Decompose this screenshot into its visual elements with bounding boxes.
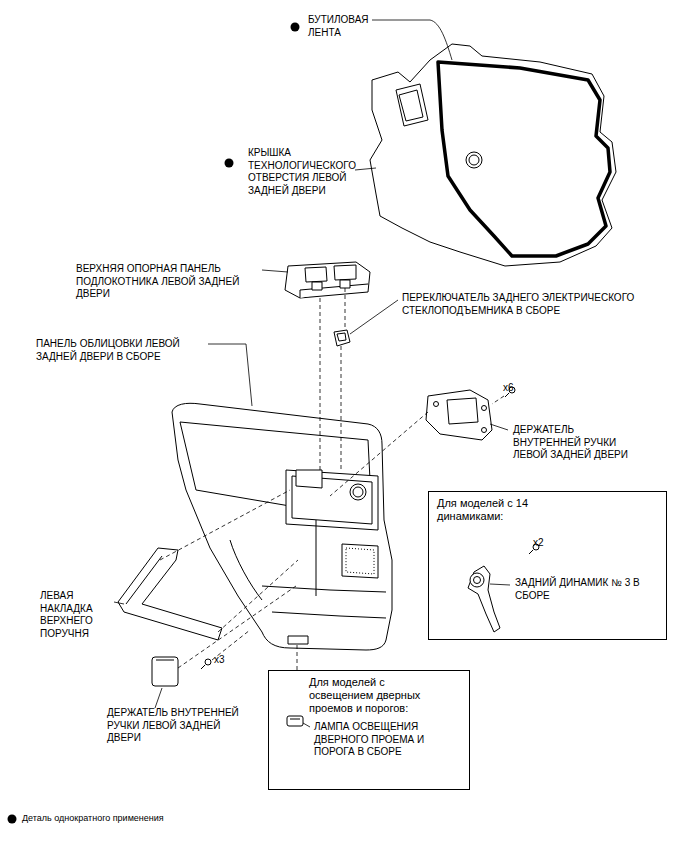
speaker bbox=[468, 566, 500, 632]
door-trim-panel bbox=[353, 487, 363, 497]
quantity-label: x6 bbox=[503, 382, 514, 395]
door-trim-panel bbox=[296, 470, 322, 488]
hole-cover bbox=[399, 90, 423, 121]
note-heading: Для моделей с 14 динамиками: bbox=[437, 497, 557, 523]
door-trim-panel bbox=[262, 586, 386, 592]
leader-line bbox=[490, 584, 510, 585]
hole-cover bbox=[469, 155, 479, 165]
assembly-line bbox=[492, 396, 504, 404]
screw bbox=[205, 659, 211, 665]
armrest-panel bbox=[334, 265, 356, 280]
legend-entry: Деталь однократного применения bbox=[22, 813, 164, 824]
door-trim-panel bbox=[272, 612, 386, 618]
part-name: ЛАМПА ОСВЕЩЕНИЯ ДВЕРНОГО ПРОЕМА И ПОРОГА… bbox=[314, 721, 444, 759]
courtesy-lamp bbox=[287, 716, 303, 726]
screw bbox=[201, 387, 539, 669]
leader-line bbox=[355, 168, 376, 170]
note-box: Для моделей с 14 динамиками: x2ЗАДНИЙ ДИН… bbox=[428, 491, 667, 640]
handle-cover bbox=[152, 657, 178, 686]
assembly-line bbox=[178, 586, 296, 668]
speaker bbox=[468, 566, 500, 632]
speaker bbox=[474, 577, 481, 584]
hole-cover bbox=[396, 84, 428, 126]
hole-cover bbox=[370, 44, 616, 266]
window-switch bbox=[337, 333, 346, 341]
screw bbox=[505, 393, 509, 397]
part-name: ПАНЕЛЬ ОБЛИЦОВКИ ЛЕВОЙ ЗАДНЕЙ ДВЕРИ В СБ… bbox=[36, 338, 206, 363]
door-trim-panel bbox=[342, 544, 378, 578]
leader-line bbox=[155, 688, 162, 708]
assembly-line bbox=[160, 490, 290, 560]
assembly-line bbox=[297, 644, 298, 670]
door-trim-panel bbox=[346, 548, 374, 574]
handle-cover bbox=[152, 657, 178, 686]
leader-line bbox=[114, 20, 510, 727]
courtesy-lamp bbox=[290, 719, 300, 720]
once-mark bbox=[225, 159, 234, 168]
armrest-panel bbox=[285, 262, 370, 298]
part-name: КРЫШКА ТЕХНОЛОГИЧЕСКОГО ОТВЕРСТИЯ ЛЕВОЙ … bbox=[248, 147, 373, 197]
butyl-tape bbox=[438, 62, 610, 256]
leader-line bbox=[350, 300, 398, 334]
part-name: ПЕРЕКЛЮЧАТЕЛЬ ЗАДНЕГО ЭЛЕКТРИЧЕСКОГО СТЕ… bbox=[402, 292, 652, 317]
handrail-trim bbox=[126, 556, 162, 604]
door-trim-panel bbox=[286, 470, 378, 530]
handrail-trim bbox=[118, 548, 222, 640]
handle-bracket bbox=[426, 390, 492, 440]
armrest-panel bbox=[340, 280, 350, 288]
leader-line bbox=[114, 602, 124, 604]
leader-line bbox=[262, 270, 288, 272]
part-name: БУТИЛОВАЯ ЛЕНТА bbox=[308, 14, 383, 39]
quantity-label: x3 bbox=[214, 654, 225, 667]
part-name: ВЕРХНЯЯ ОПОРНАЯ ПАНЕЛЬ ПОДЛОКОТНИКА ЛЕВО… bbox=[76, 263, 266, 301]
courtesy-lamp bbox=[287, 716, 303, 726]
leader-line bbox=[208, 344, 252, 406]
door-trim-panel bbox=[350, 484, 366, 500]
part-name: ЛЕВАЯ НАКЛАДКА ВЕРХНЕГО ПОРУЧНЯ bbox=[40, 590, 115, 640]
leader-line bbox=[490, 424, 508, 430]
handle-cover bbox=[156, 660, 174, 661]
hole-cover bbox=[370, 44, 616, 266]
door-trim-panel bbox=[172, 403, 392, 650]
assembly-line bbox=[218, 560, 298, 632]
once-mark bbox=[291, 23, 300, 32]
butyl-tape bbox=[438, 62, 610, 256]
handrail-trim bbox=[118, 548, 222, 640]
part-name: ДЕРЖАТЕЛЬ ВНУТРЕННЕЙ РУЧКИ ЛЕВОЙ ЗАДНЕЙ … bbox=[513, 424, 643, 462]
armrest-panel bbox=[312, 282, 322, 290]
quantity-label: x2 bbox=[533, 537, 544, 550]
handle-bracket bbox=[447, 398, 478, 424]
part-name: ДЕРЖАТЕЛЬ ВНУТРЕННЕЙ РУЧКИ ЛЕВОЙ ЗАДНЕЙ … bbox=[107, 707, 257, 745]
note-heading: Для моделей с освещением дверных проемов… bbox=[309, 676, 449, 715]
assembly-line bbox=[160, 288, 504, 670]
leader-line bbox=[303, 723, 310, 727]
once-mark bbox=[8, 815, 17, 824]
screw bbox=[529, 550, 533, 554]
door-trim-panel bbox=[316, 520, 317, 596]
assembly-line bbox=[341, 346, 342, 470]
part-name: ЗАДНИЙ ДИНАМИК № 3 В СБОРЕ bbox=[515, 577, 643, 602]
assembly-line bbox=[320, 298, 321, 470]
leader-line bbox=[372, 20, 452, 60]
hole-cover bbox=[466, 152, 482, 168]
handle-bracket bbox=[482, 428, 487, 433]
legend-text: Деталь однократного применения bbox=[22, 813, 164, 823]
window-switch bbox=[334, 330, 350, 346]
assembly-line bbox=[345, 288, 346, 330]
window-switch bbox=[334, 330, 350, 346]
armrest-panel bbox=[305, 267, 327, 282]
door-trim-panel bbox=[172, 403, 392, 650]
note-box: Для моделей с освещением дверных проемов… bbox=[268, 670, 470, 790]
door-trim-panel bbox=[288, 636, 308, 644]
handle-bracket bbox=[434, 402, 439, 407]
armrest-panel bbox=[285, 262, 370, 298]
door-trim-panel bbox=[230, 540, 262, 600]
assembly-line bbox=[330, 412, 428, 496]
handle-bracket bbox=[482, 406, 487, 411]
screw bbox=[201, 665, 205, 669]
handle-bracket bbox=[426, 390, 492, 440]
speaker bbox=[470, 573, 484, 587]
armrest-panel bbox=[300, 284, 368, 298]
